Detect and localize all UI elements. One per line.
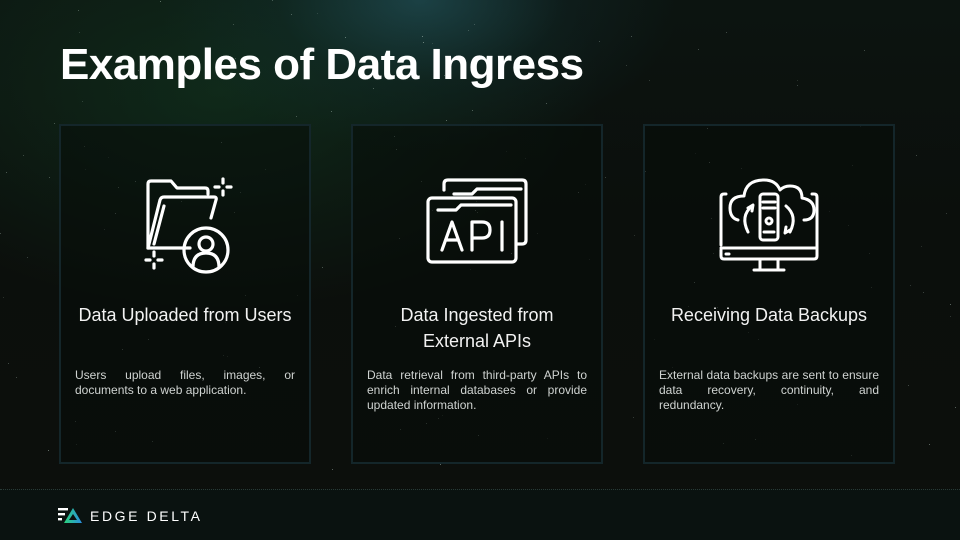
cloud-backup-monitor-icon [719,178,819,272]
brand-name: EDGE DELTA [90,507,203,524]
footer-bar [0,489,960,540]
card-body: Users upload files, images, or documents… [75,368,295,397]
folder-user-icon [144,177,233,274]
card-data-ingested-from-apis: Data Ingested from External APIs Data re… [351,124,603,464]
edge-delta-logo-icon [58,508,82,523]
card-heading: Data Uploaded from Users [78,305,292,325]
card-heading: Receiving Data Backups [670,305,868,325]
api-windows-icon [426,178,528,264]
card-body: External data backups are sent to ensure… [659,368,879,412]
card-body: Data retrieval from third-party APIs to … [367,368,587,412]
card-data-uploaded-from-users: Data Uploaded from Users Users upload fi… [59,124,311,464]
card-heading: Data Ingested from External APIs [400,305,554,351]
card-receiving-data-backups: Receiving Data Backups External data bac… [643,124,895,464]
slide-title: Examples of Data Ingress [60,40,584,89]
edge-delta-logo: EDGE DELTA [58,507,203,524]
